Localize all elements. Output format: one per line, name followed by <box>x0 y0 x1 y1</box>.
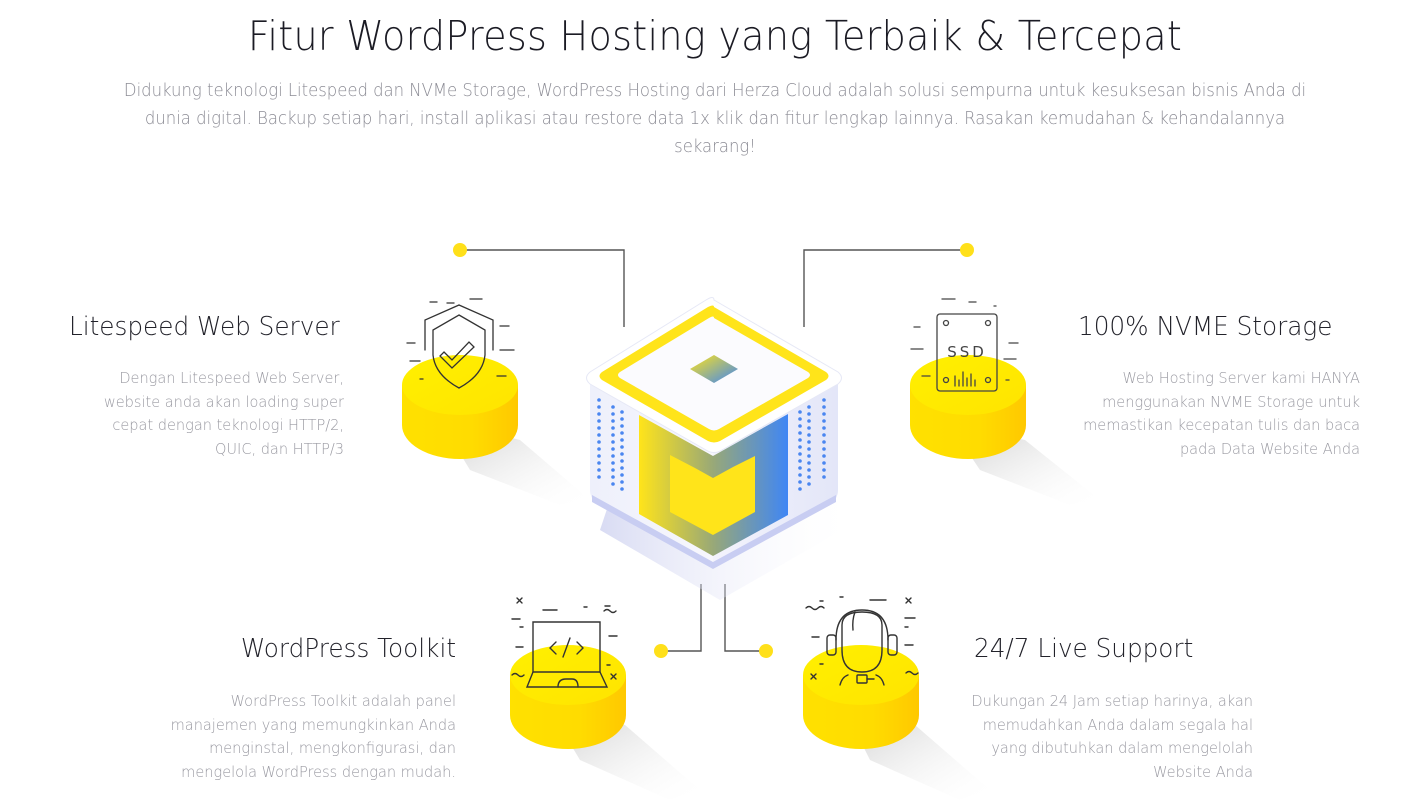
feature-desc-support: Dukungan 24 Jam setiap harinya, akan mem… <box>971 692 1253 781</box>
connector-lines <box>460 249 967 652</box>
svg-text:SSD: SSD <box>947 343 987 361</box>
laptop-code-icon <box>511 597 618 688</box>
shield-check-icon <box>406 298 515 389</box>
headset-support-icon <box>805 596 919 686</box>
page-subtitle: Didukung teknologi Litespeed dan NVMe St… <box>123 81 1307 157</box>
pedestal-toolkit <box>510 645 700 800</box>
feature-title-nvme: 100% NVME Storage <box>1078 312 1333 342</box>
feature-desc-nvme: Web Hosting Server kami HANYA menggunaka… <box>1083 369 1360 458</box>
feature-title-support: 24/7 Live Support <box>974 634 1194 664</box>
feature-title-toolkit: WordPress Toolkit <box>240 634 456 664</box>
page-title: Fitur WordPress Hosting yang Terbaik & T… <box>247 12 1183 60</box>
ssd-icon: SSD <box>910 298 1019 392</box>
server-cube-graphic <box>586 297 860 600</box>
pedestal-litespeed <box>402 355 590 505</box>
feature-desc-toolkit: WordPress Toolkit adalah panel manajemen… <box>170 692 456 781</box>
feature-desc-litespeed: Dengan Litespeed Web Server, website and… <box>103 369 344 458</box>
feature-title-litespeed: Litespeed Web Server <box>69 312 340 342</box>
